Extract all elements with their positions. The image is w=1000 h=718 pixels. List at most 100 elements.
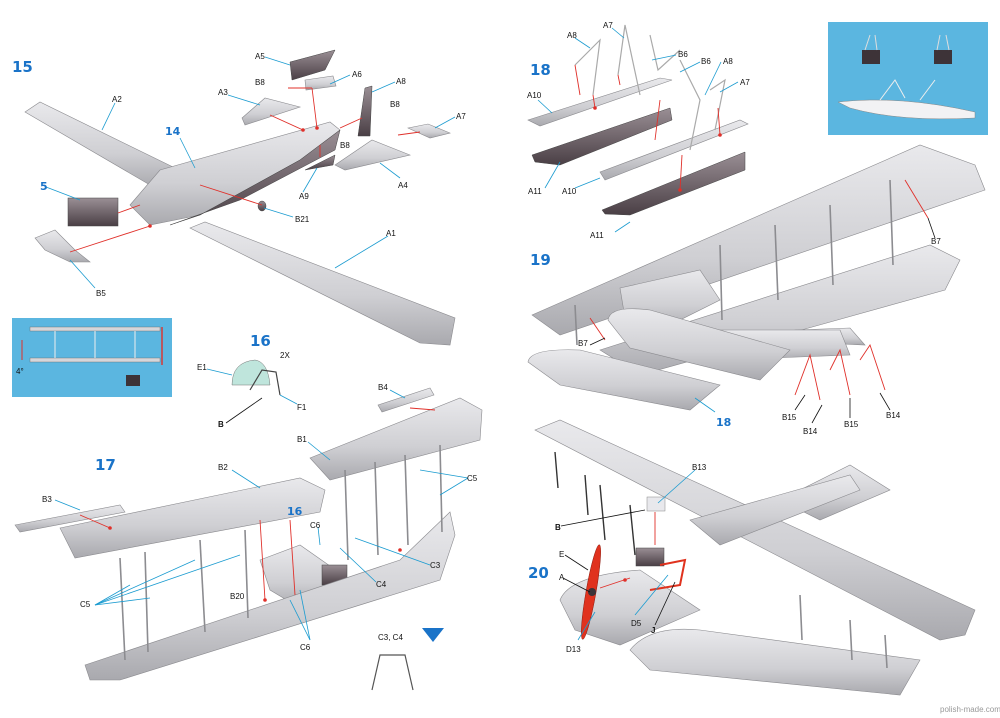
label-b8: B8 [255, 78, 265, 87]
detail-c3-c4: C3, C4 [371, 628, 444, 691]
leader-lines [45, 56, 456, 289]
leader-lines [537, 27, 739, 233]
assembly-lines [574, 64, 722, 192]
label-a10: A10 [527, 91, 542, 100]
part-a9 [304, 154, 336, 171]
step-18: 18 A8 A7 B6 B6 A8 A7 A10 A11 A10 [527, 21, 750, 240]
label-b15: B15 [844, 420, 859, 429]
part-b4 [377, 387, 435, 413]
part-a7 [407, 123, 451, 139]
assembly-lines [79, 407, 436, 602]
fuselage-side [169, 129, 341, 226]
float-top-a10 [599, 119, 749, 181]
label-c3: C3 [430, 561, 441, 570]
label-e: E [559, 550, 564, 559]
upper-wing-b1 [309, 397, 483, 481]
angle-label: 4° [16, 367, 24, 376]
label-a7: A7 [740, 78, 750, 87]
label-b1: B1 [297, 435, 307, 444]
label-f1: F1 [297, 403, 307, 412]
label-d13: D13 [566, 645, 581, 654]
part-a3 [241, 97, 302, 126]
float-top-a10 [527, 77, 673, 127]
struts [574, 24, 726, 151]
label-a3: A3 [218, 88, 228, 97]
label-b14: B14 [886, 411, 901, 420]
label-c6: C6 [300, 643, 311, 652]
substep-14: 14 [165, 125, 181, 138]
substep-16: 16 [287, 505, 303, 518]
part-a6 [304, 75, 337, 91]
substep-18: 18 [716, 416, 731, 429]
cut-mark-icon [422, 628, 444, 642]
label-a8: A8 [396, 77, 406, 86]
struts [554, 451, 888, 669]
label-c6: C6 [310, 521, 321, 530]
label-a6: A6 [352, 70, 362, 79]
step-15: 15 14 5 [12, 49, 466, 346]
part-a8 [357, 85, 373, 137]
leader-lines [54, 389, 469, 641]
step-number: 16 [250, 332, 271, 350]
label-a8: A8 [723, 57, 733, 66]
leader-lines [560, 469, 696, 641]
label-a7: A7 [456, 112, 466, 121]
step-number: 15 [12, 58, 33, 76]
step-17: 17 16 B4 B1 C5 [14, 383, 483, 691]
label-c5: C5 [467, 474, 478, 483]
label-a9: A9 [299, 192, 309, 201]
label-b21: B21 [295, 215, 310, 224]
label-a7: A7 [603, 21, 613, 30]
part-b3 [14, 504, 126, 533]
float-a11 [601, 151, 746, 216]
assembly-lines [69, 87, 421, 253]
fuselage [689, 474, 861, 546]
label-a5: A5 [255, 52, 265, 61]
label-b14: B14 [803, 427, 818, 436]
part-a5 [289, 49, 336, 81]
lower-wing-a1 [189, 221, 456, 346]
label-b15: B15 [782, 413, 797, 422]
part-d5 [649, 558, 687, 591]
step-number: 19 [530, 251, 551, 269]
float-a11 [531, 107, 673, 166]
label-b3: B3 [42, 495, 52, 504]
label-a4: A4 [398, 181, 408, 190]
step-16: 16 2X E1 F1 B [197, 332, 307, 429]
upper-wing-b2 [59, 477, 326, 559]
label-b20: B20 [230, 592, 245, 601]
label-c4: C4 [376, 580, 387, 589]
inset-float-jig [828, 22, 988, 135]
label-b6: B6 [701, 57, 711, 66]
label-b8: B8 [340, 141, 350, 150]
label-c3-c4: C3, C4 [378, 633, 403, 642]
label-b8: B8 [390, 100, 400, 109]
quantity-label: 2X [280, 351, 290, 360]
struts [119, 444, 443, 661]
label-d5: D5 [631, 619, 642, 628]
label-c5: C5 [80, 600, 91, 609]
step-19: 19 18 B7 B7 B15 B14 B15 B14 [527, 144, 986, 436]
part-b21 [257, 200, 267, 212]
fuselage [129, 121, 341, 226]
label-j: J [651, 626, 655, 635]
frame-f1 [249, 369, 281, 396]
label-a8: A8 [567, 31, 577, 40]
engine [67, 197, 119, 227]
substep-5: 5 [40, 180, 48, 193]
upper-wing-a2 [24, 101, 176, 189]
assembly-lines [599, 512, 656, 589]
label-a: A [559, 573, 565, 582]
inset-wing-angle: 4° [12, 318, 172, 397]
label-a10: A10 [562, 187, 577, 196]
label-b13: B13 [692, 463, 707, 472]
step-number: 20 [528, 564, 549, 582]
label-b2: B2 [218, 463, 228, 472]
label-b7: B7 [578, 339, 588, 348]
label-b4: B4 [378, 383, 388, 392]
windscreen-e1 [231, 359, 271, 386]
step-number: 17 [95, 456, 116, 474]
label-b: B [218, 420, 224, 429]
